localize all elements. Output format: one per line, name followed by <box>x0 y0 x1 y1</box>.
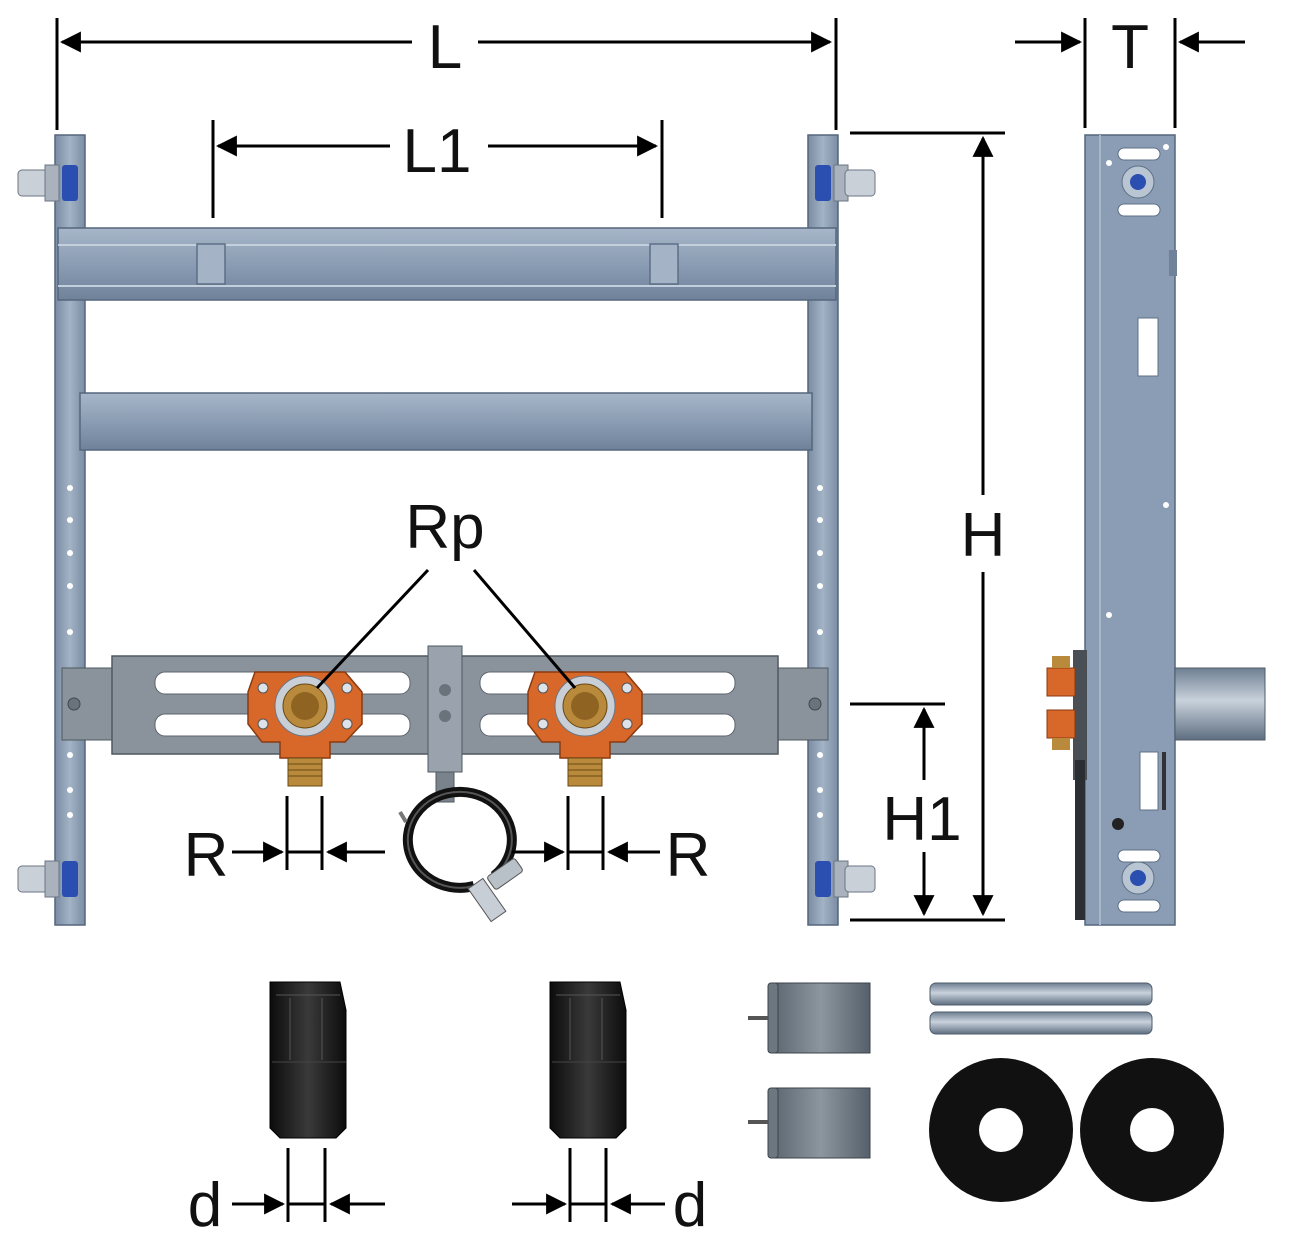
mounting-rail <box>61 645 829 803</box>
rod-top <box>929 982 1153 1006</box>
fitting-right <box>527 671 643 787</box>
side-view <box>1046 134 1266 926</box>
sleeve-top <box>748 982 871 1054</box>
post-holes <box>67 485 823 818</box>
label-R-right: R <box>666 821 711 890</box>
dimension-H1: H1 <box>850 702 962 917</box>
dimension-R-left: R <box>184 796 385 890</box>
label-T: T <box>1111 13 1149 82</box>
label-d-right: d <box>673 1171 707 1240</box>
fitting-left <box>247 671 363 787</box>
wall-anchor-bottom-right <box>815 860 876 898</box>
front-frame <box>17 134 876 926</box>
label-Rp: Rp <box>405 493 484 562</box>
rod-bottom <box>929 1011 1153 1035</box>
plug-left <box>269 981 347 1139</box>
wall-anchor-top-left <box>17 164 78 202</box>
dimension-L1: L1 <box>211 117 664 218</box>
wall-anchor-bottom-left <box>17 860 78 898</box>
side-pipe-stub <box>1174 667 1266 741</box>
label-H1: H1 <box>882 785 961 854</box>
rosette-left <box>929 1058 1073 1202</box>
label-L1: L1 <box>403 117 472 186</box>
middle-rail <box>79 392 813 451</box>
dimension-T: T <box>1015 13 1245 128</box>
top-rail-clip-right <box>649 243 679 285</box>
plug-right <box>549 981 627 1139</box>
pipe-clamp <box>398 786 523 923</box>
label-d-left: d <box>188 1171 222 1240</box>
dimension-d-right: d <box>512 1148 707 1240</box>
rosette-right <box>1080 1058 1224 1202</box>
annotation-Rp: Rp <box>315 493 577 690</box>
sleeve-bottom <box>748 1087 871 1159</box>
top-rail <box>57 227 837 301</box>
dimension-L: L <box>55 13 838 130</box>
top-rail-clip-left <box>196 243 226 285</box>
label-L: L <box>428 13 462 82</box>
dimension-d-left: d <box>188 1148 385 1240</box>
side-post <box>1084 134 1176 926</box>
dimension-H: H <box>850 131 1006 922</box>
label-R-left: R <box>184 821 229 890</box>
label-H: H <box>961 501 1006 570</box>
dimension-R-right: R <box>512 796 710 890</box>
wall-anchor-top-right <box>815 164 876 202</box>
